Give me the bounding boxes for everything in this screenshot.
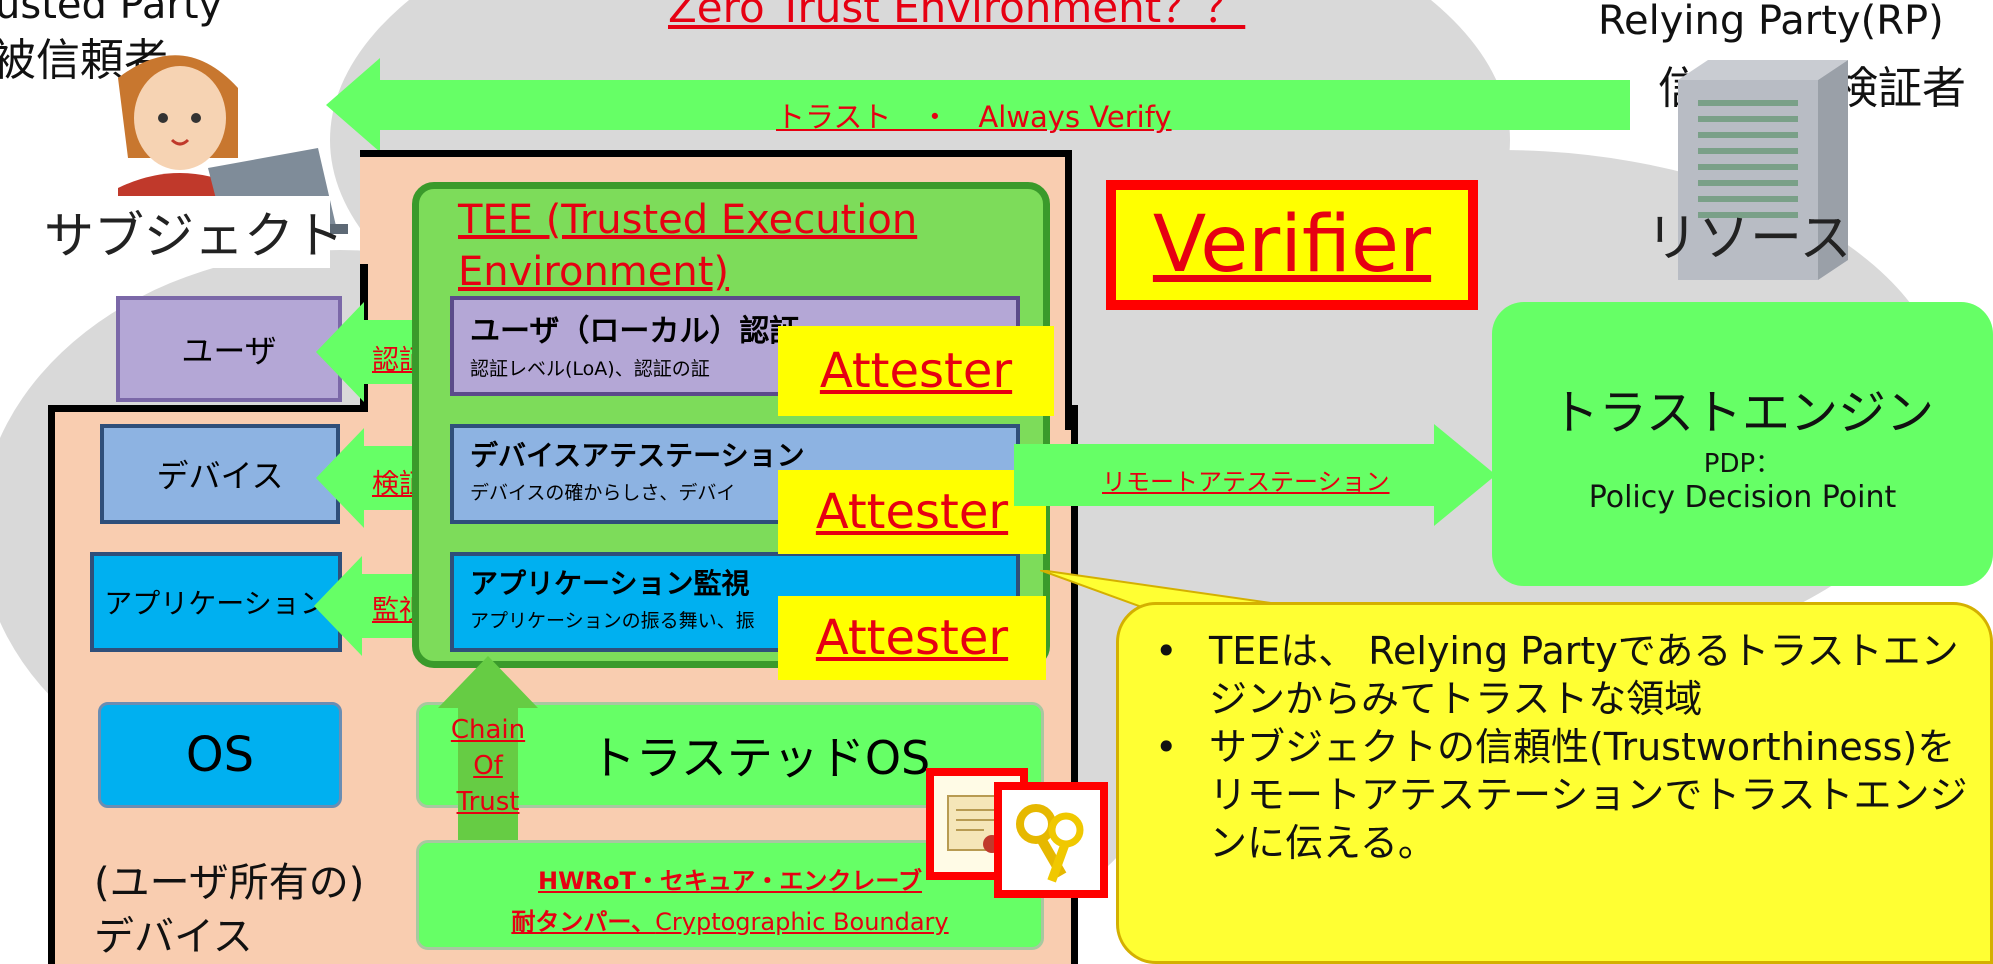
hwrot-line2-bold: 耐タンパー、	[511, 908, 656, 936]
owned-device-label: (ユーザ所有の) デバイス	[94, 860, 365, 960]
device-item-label: デバイス	[156, 457, 284, 495]
app-monitor-desc: アプリケーションの振る舞い、振	[470, 610, 755, 632]
callout-bullet-2-marker: •	[1155, 725, 1178, 769]
os-item: OS	[98, 702, 342, 808]
hwrot-line1: HWRoT・セキュア・エンクレーブ	[538, 867, 922, 895]
callout-bullet-1: TEEは、 Relying Partyであるトラストエンジンからみてトラストな領…	[1209, 629, 1959, 721]
attester-label-3: Attester	[778, 596, 1046, 680]
always-verify-label: トラスト ・ Always Verify	[776, 100, 1172, 134]
device-attestation-title: デバイスアテステーション	[470, 439, 805, 472]
application-item: アプリケーション	[90, 552, 342, 652]
server-icon	[1668, 60, 1856, 280]
user-auth-title: ユーザ（ローカル）認証	[470, 314, 800, 349]
os-item-label: OS	[185, 727, 255, 783]
trusted-os-label: トラステッドOS	[589, 731, 931, 785]
chain-of-trust-line2: Of	[473, 751, 503, 781]
trust-engine-sub1: PDP：	[1703, 449, 1782, 479]
callout-box: • TEEは、 Relying Partyであるトラストエンジンからみてトラスト…	[1116, 602, 1993, 964]
app-monitor-title: アプリケーション監視	[470, 567, 750, 600]
callout-bullet-2: サブジェクトの信頼性(Trustworthiness)をリモートアテステーション…	[1209, 725, 1968, 865]
remote-attestation-label: リモートアテステーション	[1102, 468, 1390, 496]
chain-of-trust-line3: Trust	[456, 787, 520, 817]
remote-attestation-arrow	[1014, 424, 1496, 526]
attester-label-1: Attester	[778, 326, 1054, 416]
trust-engine-sub2: Policy Decision Point	[1588, 480, 1897, 515]
device-attestation-desc: デバイスの確からしさ、デバイ	[470, 482, 736, 504]
user-auth-desc: 認証レベル(LoA)、認証の証	[470, 358, 710, 380]
device-item: デバイス	[100, 424, 340, 524]
attester-label-2: Attester	[778, 470, 1046, 554]
trust-engine-title: トラストエンジン	[1550, 385, 1935, 441]
tee-title: TEE (Trusted Execution Environment)	[458, 197, 918, 295]
verifier-box: Verifier	[1106, 180, 1478, 310]
hwrot-line2: 耐タンパー、Cryptographic Boundary	[419, 902, 1041, 937]
resource-label: リソース	[1646, 209, 1852, 269]
attester-text-3: Attester	[815, 610, 1009, 666]
subject-label: サブジェクト	[44, 207, 344, 265]
attester-text-2: Attester	[815, 484, 1009, 540]
left-party-en: Trusted Party	[0, 0, 223, 28]
user-item-label: ユーザ	[181, 332, 277, 370]
trust-engine-box: トラストエンジン PDP： Policy Decision Point	[1492, 302, 1993, 586]
key-icon	[994, 782, 1108, 898]
chain-of-trust-arrow	[438, 656, 538, 846]
hwrot-line2-rest: Cryptographic Boundary	[655, 908, 949, 936]
user-item: ユーザ	[116, 296, 342, 402]
callout-bullet-1-marker: •	[1155, 629, 1178, 673]
diagram-title: Zero Trust Environment？？	[668, 0, 1246, 32]
chain-of-trust-line1: Chain	[450, 715, 526, 745]
chain-of-trust-label: Chain Of Trust	[440, 712, 536, 820]
right-party-en: Relying Party(RP)	[1598, 0, 1944, 44]
verifier-label: Verifier	[1152, 200, 1432, 290]
application-item-label: アプリケーション	[104, 587, 328, 620]
always-verify-arrow	[326, 58, 1630, 152]
attester-text-1: Attester	[819, 343, 1013, 399]
subject-label-box: サブジェクト	[44, 196, 344, 268]
